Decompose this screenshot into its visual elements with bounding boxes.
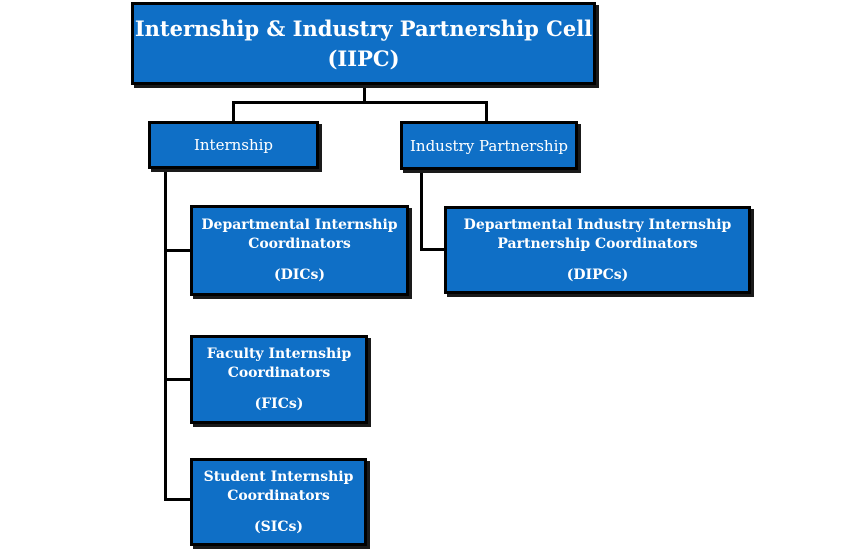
industry-partnership-label: Industry Partnership <box>409 136 568 155</box>
fic-abbr: (FICs) <box>254 396 304 412</box>
dic-node: Departmental Internship Coordinators (DI… <box>190 205 409 296</box>
internship-label: Internship <box>193 136 274 154</box>
root-abbr: (IIPC) <box>327 45 400 71</box>
root-title: Internship & Industry Partnership Cell <box>134 15 593 41</box>
fic-node: Faculty Internship Coordinators (FICs) <box>190 335 368 424</box>
connector-root-down <box>363 84 366 103</box>
dic-abbr: (DICs) <box>274 267 325 283</box>
dipc-line2: Partnership Coordinators <box>497 235 698 252</box>
sic-node: Student Internship Coordinators (SICs) <box>190 458 367 546</box>
connector-to-dic <box>164 249 192 252</box>
root-node: Internship & Industry Partnership Cell (… <box>131 2 596 85</box>
connector-to-internship <box>232 101 235 123</box>
dipc-abbr: (DIPCs) <box>566 266 629 283</box>
internship-node: Internship <box>148 121 319 169</box>
dic-line2: Coordinators <box>248 236 351 252</box>
connector-industry-vertical <box>420 169 423 251</box>
sic-line2: Coordinators <box>227 487 330 504</box>
dic-line1: Departmental Internship <box>201 217 398 233</box>
sic-abbr: (SICs) <box>254 518 303 535</box>
industry-partnership-node: Industry Partnership <box>400 121 578 170</box>
connector-to-dipc <box>420 248 446 251</box>
connector-to-fic <box>164 378 192 381</box>
connector-internship-vertical <box>164 167 167 501</box>
sic-line1: Student Internship <box>203 468 354 485</box>
connector-to-sic <box>164 498 192 501</box>
connector-horizontal-top <box>232 101 488 104</box>
fic-line2: Coordinators <box>227 365 331 381</box>
connector-to-industry <box>485 101 488 123</box>
fic-line1: Faculty Internship <box>206 346 352 362</box>
dipc-line1: Departmental Industry Internship <box>463 216 732 233</box>
dipc-node: Departmental Industry Internship Partner… <box>444 206 751 294</box>
